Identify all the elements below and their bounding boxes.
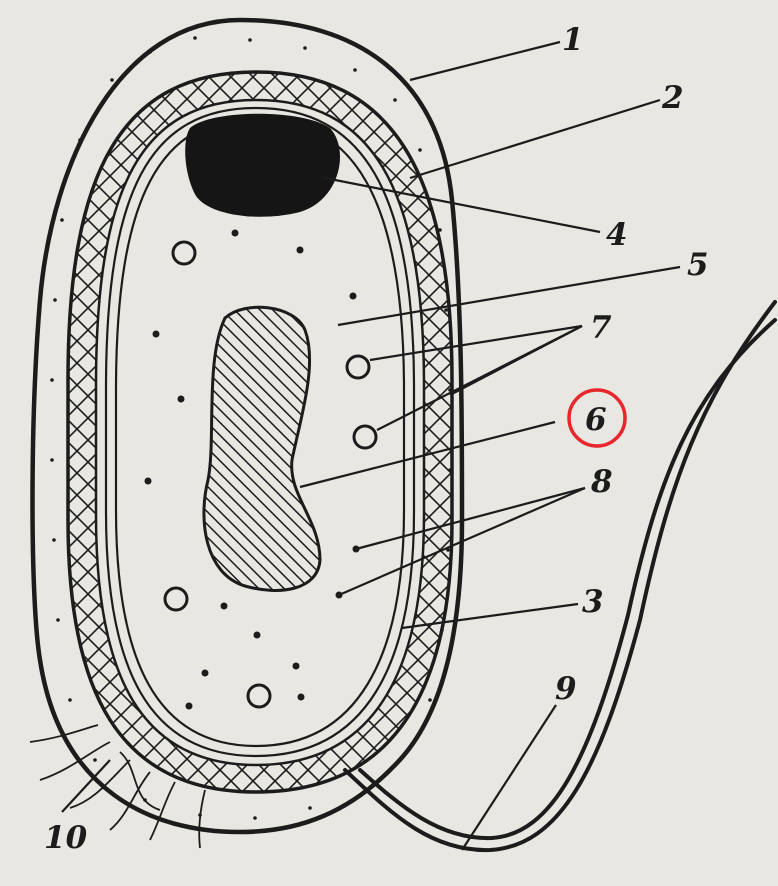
nucleoid: [204, 307, 320, 590]
leader-4: [325, 178, 600, 232]
label-2: 2: [661, 80, 684, 116]
leader-8a: [356, 488, 585, 549]
label-6: 6: [585, 402, 607, 438]
label-10: 10: [44, 820, 88, 856]
label-8: 8: [590, 464, 613, 500]
label-7: 7: [590, 310, 612, 346]
leader-2: [410, 100, 660, 178]
label-4: 4: [606, 217, 628, 253]
dark-inclusion: [185, 114, 340, 217]
label-1: 1: [562, 22, 584, 58]
leader-1: [410, 42, 560, 80]
label-9: 9: [555, 671, 577, 707]
label-5: 5: [687, 247, 709, 283]
flagellum: [345, 302, 775, 850]
leader-5: [338, 267, 680, 325]
label-3: 3: [582, 584, 604, 620]
